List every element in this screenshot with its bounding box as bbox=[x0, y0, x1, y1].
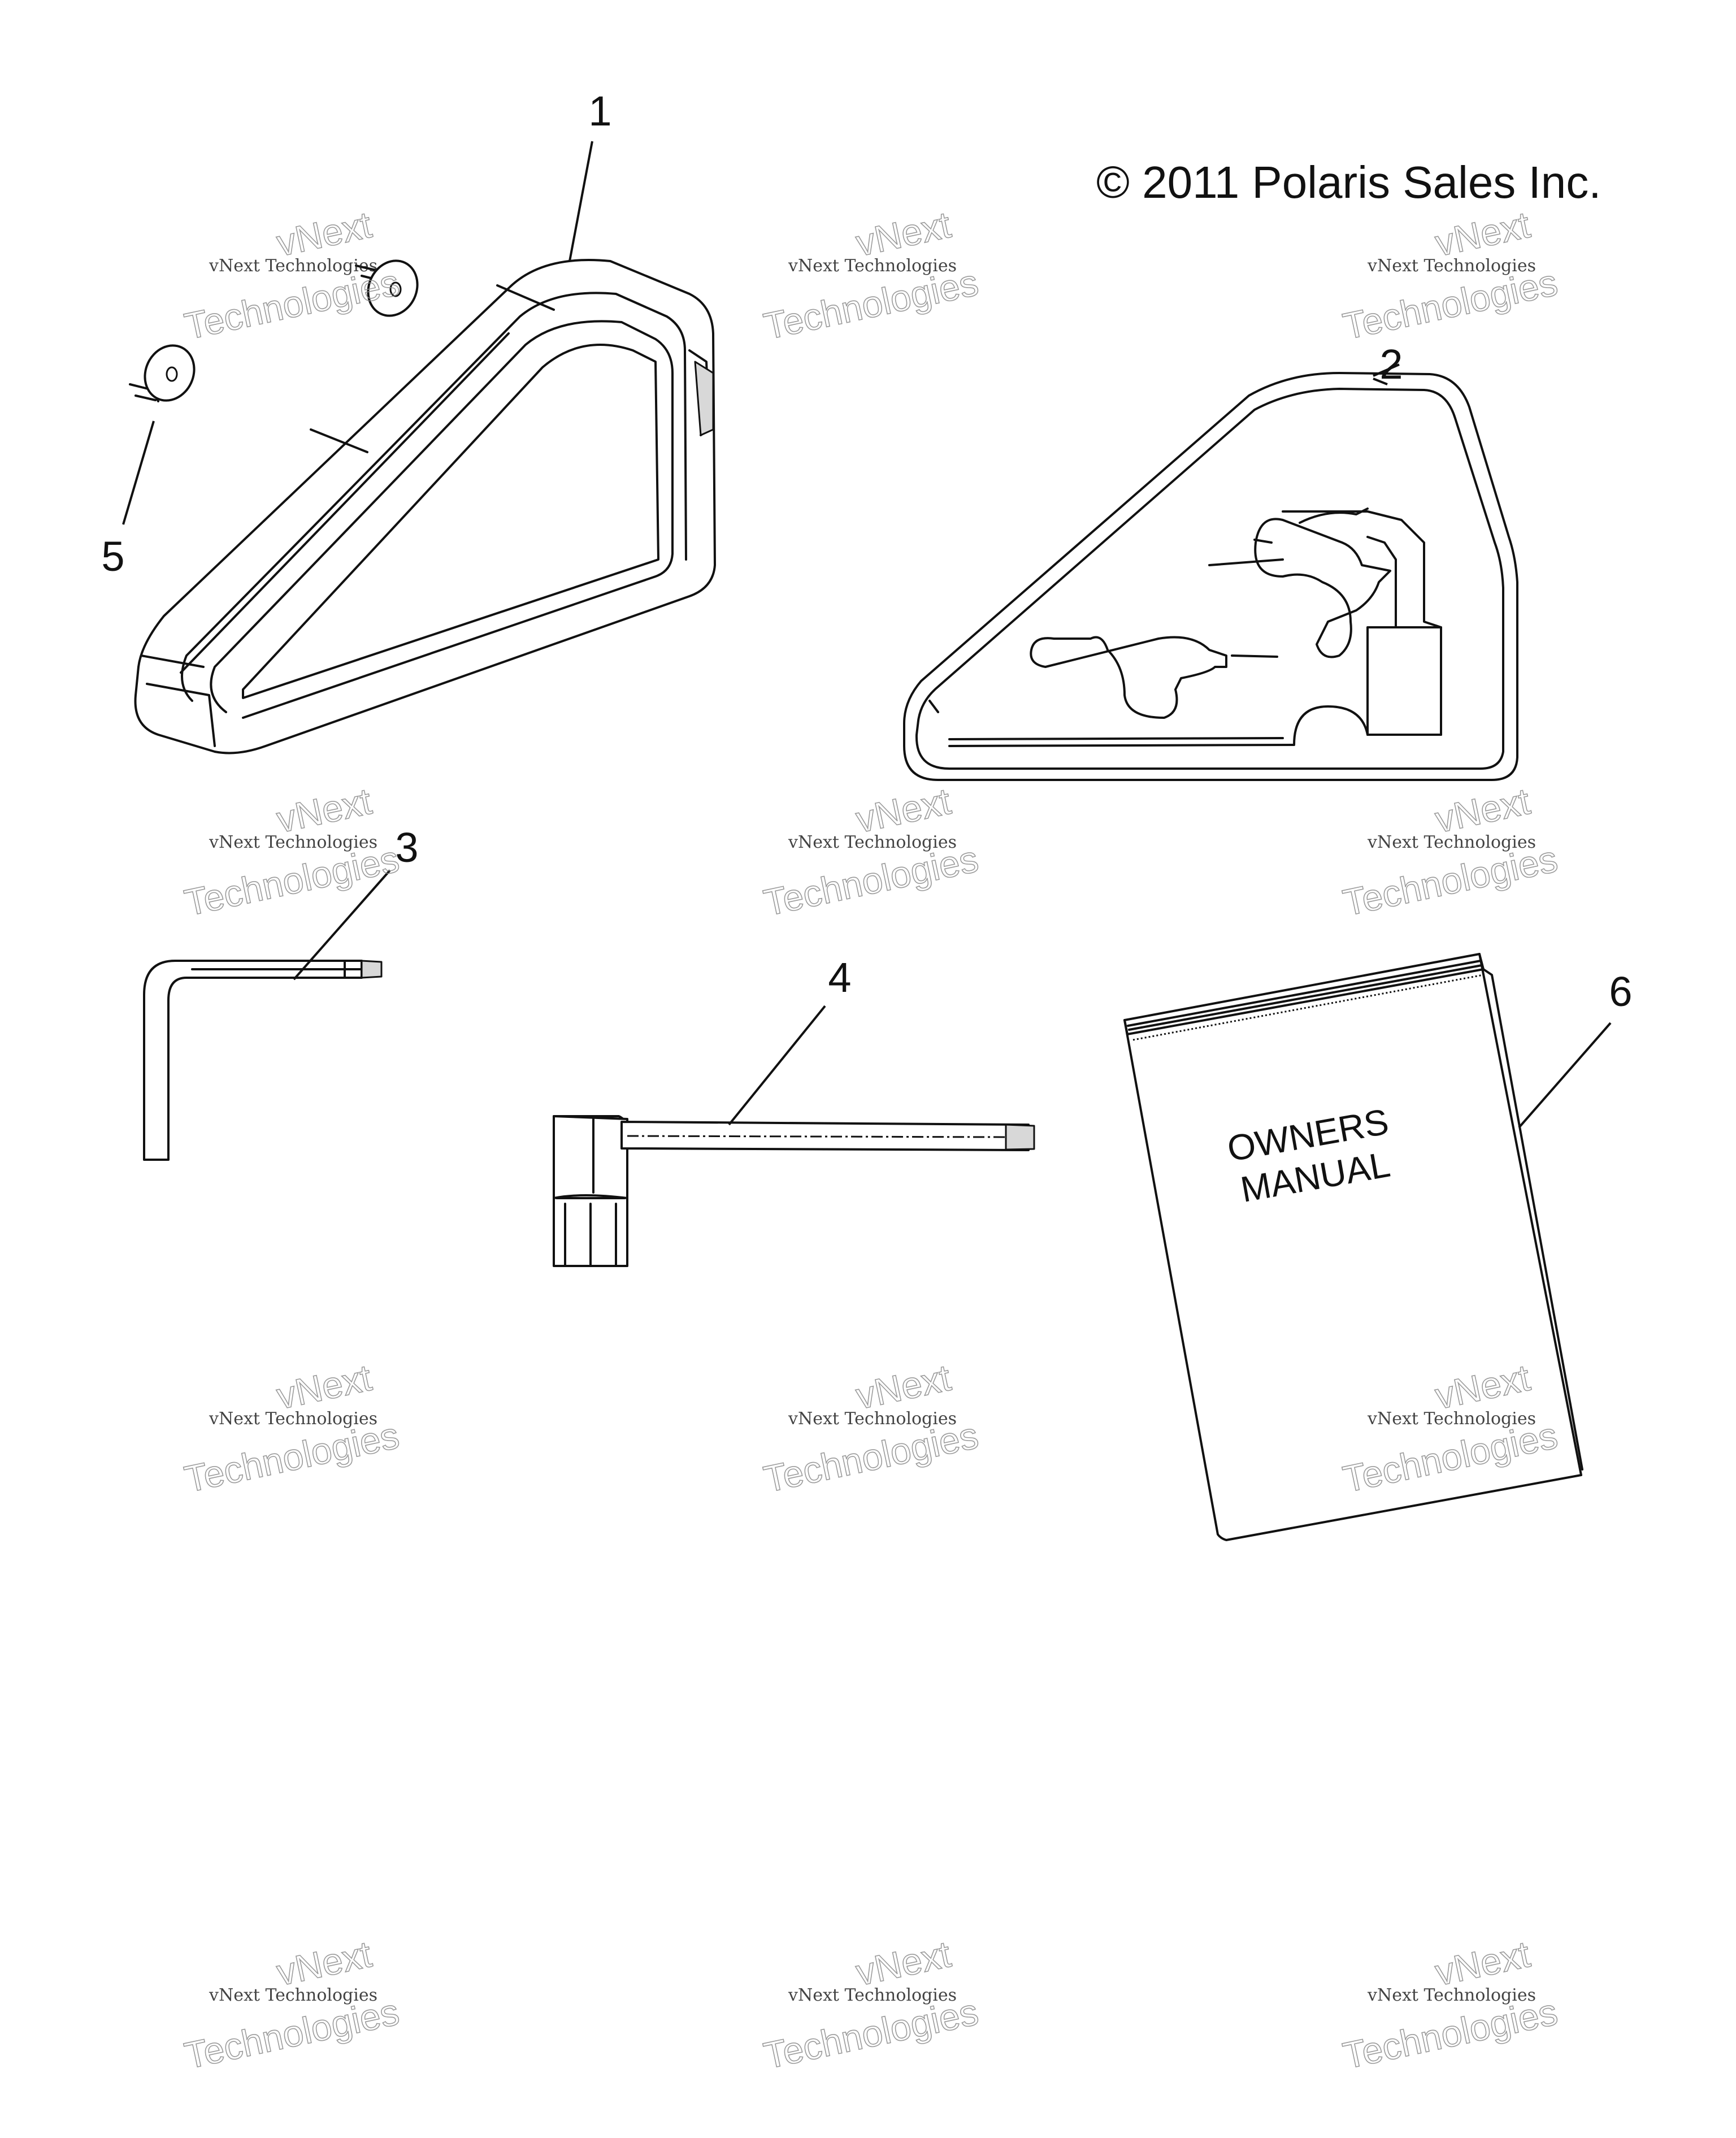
owners-manual-part: OWNERS MANUAL bbox=[1123, 953, 1583, 1541]
watermark: vNext vNext Technologies Technologies bbox=[180, 1356, 403, 1500]
leader-5 bbox=[122, 420, 155, 525]
svg-text:vNext: vNext bbox=[273, 780, 375, 840]
tool-tray-part bbox=[903, 372, 1518, 781]
callout-1: 1 bbox=[588, 88, 611, 135]
svg-text:vNext: vNext bbox=[852, 1356, 954, 1417]
leader-4 bbox=[728, 1005, 826, 1126]
watermark: vNext vNext Technologies Technologies bbox=[180, 203, 403, 348]
tool-bag-part bbox=[134, 259, 716, 754]
svg-text:vNext: vNext bbox=[273, 203, 375, 264]
callout-4: 4 bbox=[828, 954, 851, 1001]
svg-text:vNext Technologies: vNext Technologies bbox=[209, 1985, 377, 2005]
svg-text:vNext Technologies: vNext Technologies bbox=[1367, 1985, 1536, 2005]
svg-text:vNext Technologies: vNext Technologies bbox=[209, 832, 377, 852]
spark-plug-wrench-part bbox=[553, 1115, 1035, 1267]
svg-text:vNext: vNext bbox=[1431, 780, 1533, 840]
watermark: vNext vNext Technologies Technologies bbox=[180, 779, 403, 924]
svg-text:vNext Technologies: vNext Technologies bbox=[209, 256, 377, 276]
svg-text:vNext: vNext bbox=[1431, 203, 1533, 264]
leader-2 bbox=[1373, 378, 1388, 385]
svg-text:vNext Technologies: vNext Technologies bbox=[209, 1409, 377, 1429]
leader-1 bbox=[568, 141, 593, 262]
svg-text:vNext Technologies: vNext Technologies bbox=[1367, 1409, 1536, 1429]
copyright-text: © 2011 Polaris Sales Inc. bbox=[1096, 157, 1601, 207]
watermark: vNext vNext Technologies Technologies bbox=[1339, 1932, 1561, 2077]
svg-text:vNext Technologies: vNext Technologies bbox=[788, 1985, 957, 2005]
svg-text:vNext: vNext bbox=[273, 1933, 375, 1993]
leader-3 bbox=[293, 869, 391, 981]
watermark: vNext vNext Technologies Technologies bbox=[1339, 779, 1561, 924]
hex-key-part bbox=[143, 960, 383, 1161]
svg-text:vNext: vNext bbox=[852, 203, 954, 264]
svg-text:vNext: vNext bbox=[273, 1356, 375, 1417]
callout-5: 5 bbox=[101, 533, 124, 580]
leader-2b bbox=[1373, 363, 1400, 377]
svg-text:vNext: vNext bbox=[852, 1933, 954, 1993]
callout-2: 2 bbox=[1379, 341, 1403, 388]
svg-text:vNext Technologies: vNext Technologies bbox=[788, 1409, 957, 1429]
svg-text:vNext: vNext bbox=[1431, 1933, 1533, 1993]
leader-6 bbox=[1518, 1022, 1612, 1129]
callout-3: 3 bbox=[395, 824, 418, 871]
watermark: vNext vNext Technologies Technologies bbox=[180, 1932, 403, 2077]
svg-text:vNext Technologies: vNext Technologies bbox=[788, 256, 957, 276]
watermark: vNext vNext Technologies Technologies bbox=[760, 203, 982, 348]
svg-text:vNext Technologies: vNext Technologies bbox=[1367, 256, 1536, 276]
watermark: vNext vNext Technologies Technologies bbox=[760, 1356, 982, 1500]
watermark: vNext vNext Technologies Technologies bbox=[1339, 203, 1561, 348]
svg-text:vNext Technologies: vNext Technologies bbox=[1367, 832, 1536, 852]
svg-text:vNext Technologies: vNext Technologies bbox=[788, 832, 957, 852]
watermark: vNext vNext Technologies Technologies bbox=[1339, 1356, 1561, 1500]
watermark: vNext vNext Technologies Technologies bbox=[760, 779, 982, 924]
svg-text:vNext: vNext bbox=[852, 780, 954, 840]
push-rivet-part bbox=[129, 259, 419, 402]
callout-6: 6 bbox=[1609, 968, 1632, 1015]
watermark: vNext vNext Technologies Technologies bbox=[760, 1932, 982, 2077]
